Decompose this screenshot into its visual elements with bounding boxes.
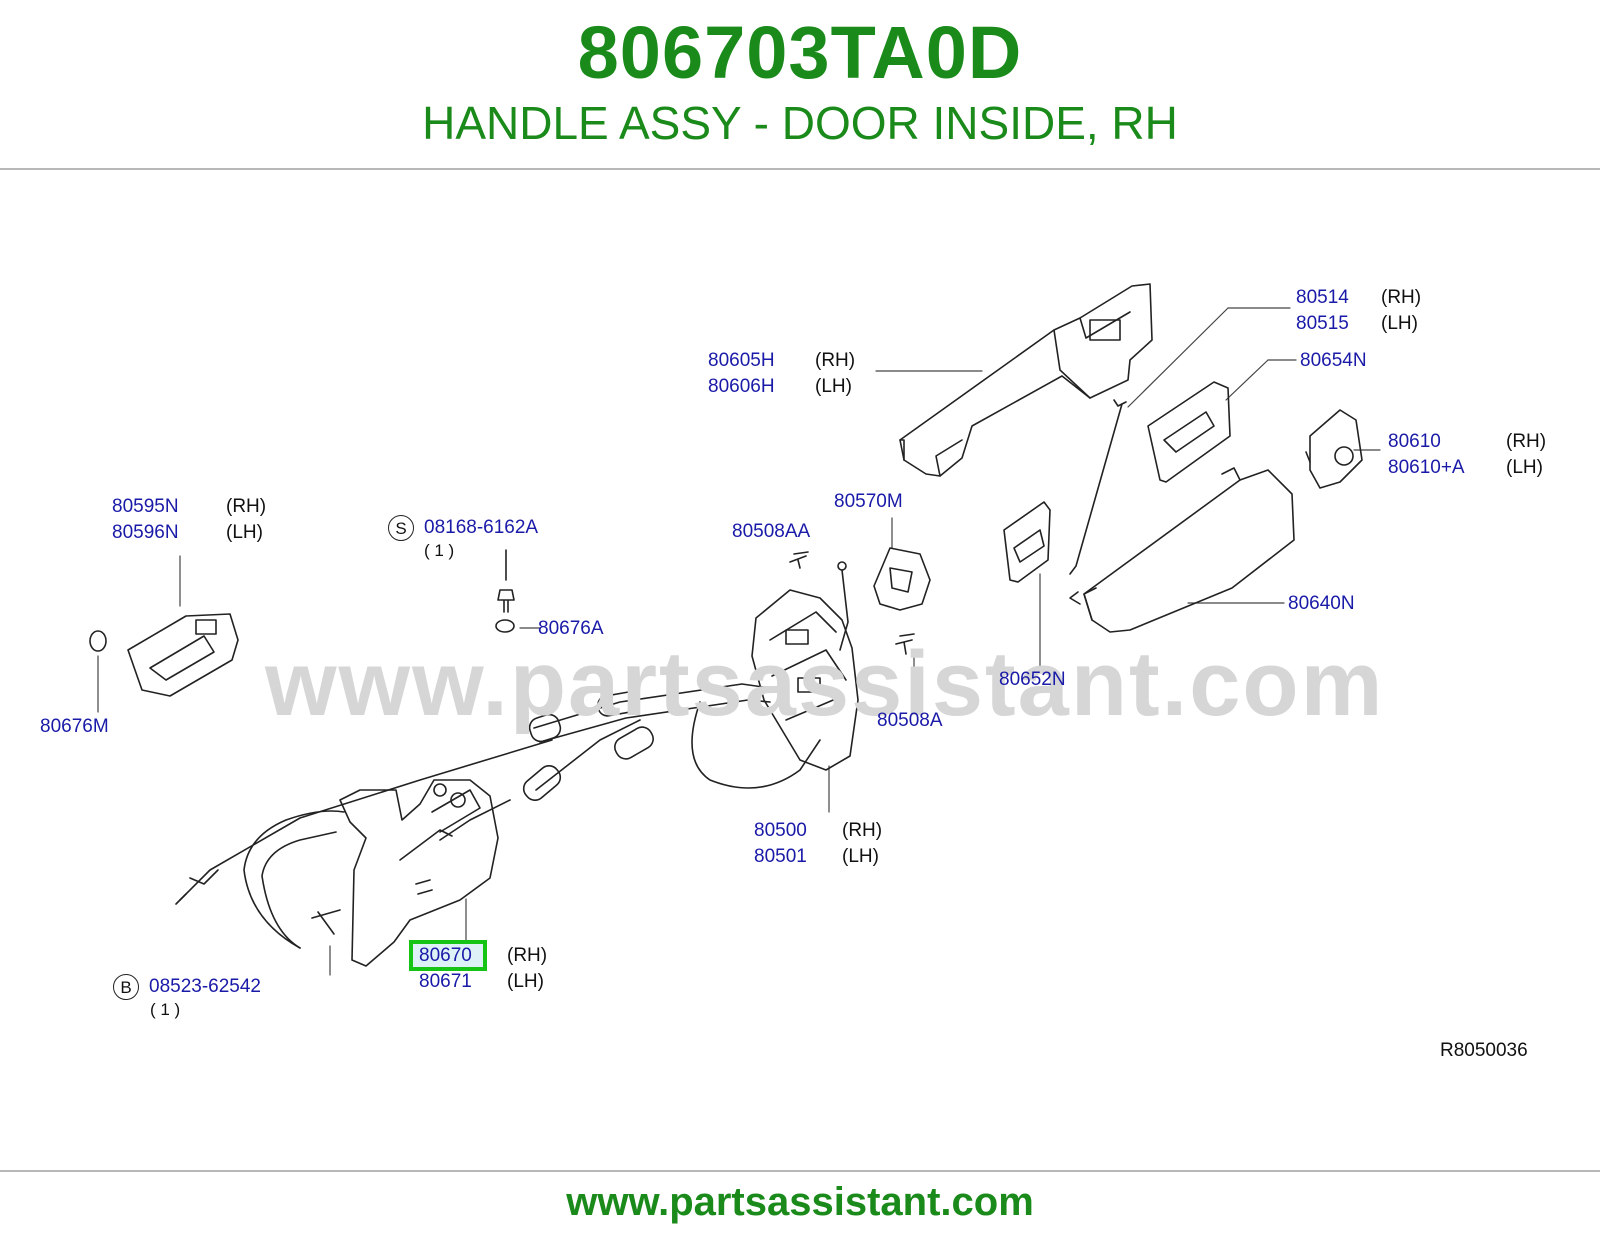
- gasket-80652N-drawing: [1003, 501, 1051, 583]
- rod-80514: [1069, 403, 1123, 575]
- callout-80610[interactable]: 80610: [1388, 431, 1441, 452]
- side-lh: (LH): [1381, 313, 1418, 334]
- callout-80500[interactable]: 80500: [754, 820, 807, 841]
- outside-handle-drawing: [899, 283, 1153, 477]
- side-lh: (LH): [1506, 457, 1543, 478]
- callout-80605H[interactable]: 80605H: [708, 350, 775, 371]
- callout-80596N[interactable]: 80596N: [112, 522, 179, 543]
- callout-80508A[interactable]: 80508A: [877, 710, 943, 731]
- page-header: 806703TA0D HANDLE ASSY - DOOR INSIDE, RH: [0, 0, 1600, 170]
- callout-80606H[interactable]: 80606H: [708, 376, 775, 397]
- quantity-label: ( 1 ): [150, 1000, 181, 1019]
- screw-80508AA-drawing: [789, 551, 809, 569]
- gasket-80654N-drawing: [1147, 381, 1231, 483]
- header-divider: [0, 168, 1600, 170]
- side-lh: (LH): [507, 971, 544, 992]
- callout-80640N[interactable]: 80640N: [1288, 593, 1355, 614]
- side-rh: (RH): [1381, 287, 1422, 308]
- clip-80676M-drawing: [89, 630, 107, 652]
- side-lh: (LH): [815, 376, 852, 397]
- highlighted-part-box: [409, 940, 487, 971]
- side-rh: (RH): [226, 496, 267, 517]
- screw-80508A-drawing: [895, 633, 915, 655]
- callout-80676M[interactable]: 80676M: [40, 716, 109, 737]
- side-rh: (RH): [1506, 431, 1547, 452]
- washer-80676A-drawing: [495, 619, 515, 633]
- footer-url[interactable]: www.partsassistant.com: [566, 1180, 1034, 1224]
- symbol-s-circle: S: [388, 515, 414, 541]
- side-rh: (RH): [507, 945, 548, 966]
- side-lh: (LH): [842, 846, 879, 867]
- quantity-label: ( 1 ): [424, 541, 455, 560]
- callout-80570M[interactable]: 80570M: [834, 491, 903, 512]
- symbol-b-circle: B: [113, 974, 139, 1000]
- bolt-08168-drawing: [497, 549, 515, 613]
- side-rh: (RH): [842, 820, 883, 841]
- callout-80654N[interactable]: 80654N: [1300, 350, 1367, 371]
- callout-80514[interactable]: 80514: [1296, 287, 1349, 308]
- watermark-text: www.partsassistant.com: [265, 633, 1385, 735]
- callout-80670[interactable]: 80670: [419, 945, 472, 966]
- callout-08523-62542[interactable]: 08523-62542: [149, 976, 261, 997]
- striker-80570M-drawing: [873, 547, 931, 611]
- part-number-title: 806703TA0D: [577, 11, 1023, 94]
- inside-handle-80670-drawing: [243, 779, 499, 967]
- callout-80501[interactable]: 80501: [754, 846, 807, 867]
- callout-80671[interactable]: 80671: [419, 971, 472, 992]
- part-description: HANDLE ASSY - DOOR INSIDE, RH: [422, 97, 1178, 149]
- footer-divider: [0, 1170, 1600, 1172]
- callout-08168-6162A[interactable]: 08168-6162A: [424, 517, 539, 538]
- callout-80508AA[interactable]: 80508AA: [732, 521, 811, 542]
- callout-80652N[interactable]: 80652N: [999, 669, 1066, 690]
- door-lock-80500-drawing: [751, 561, 859, 771]
- grip-cover-80640N-drawing: [1069, 467, 1295, 633]
- callout-80595N[interactable]: 80595N: [112, 496, 179, 517]
- callout-80610-A[interactable]: 80610+A: [1388, 457, 1465, 478]
- diagram-reference-code: R8050036: [1440, 1040, 1528, 1061]
- callout-80676A[interactable]: 80676A: [538, 618, 604, 639]
- side-lh: (LH): [226, 522, 263, 543]
- callout-80515[interactable]: 80515: [1296, 313, 1349, 334]
- escutcheon-80595N-drawing: [127, 613, 239, 697]
- control-cables-drawing: [175, 683, 821, 905]
- side-rh: (RH): [815, 350, 856, 371]
- key-cap-80610-drawing: [1305, 409, 1363, 489]
